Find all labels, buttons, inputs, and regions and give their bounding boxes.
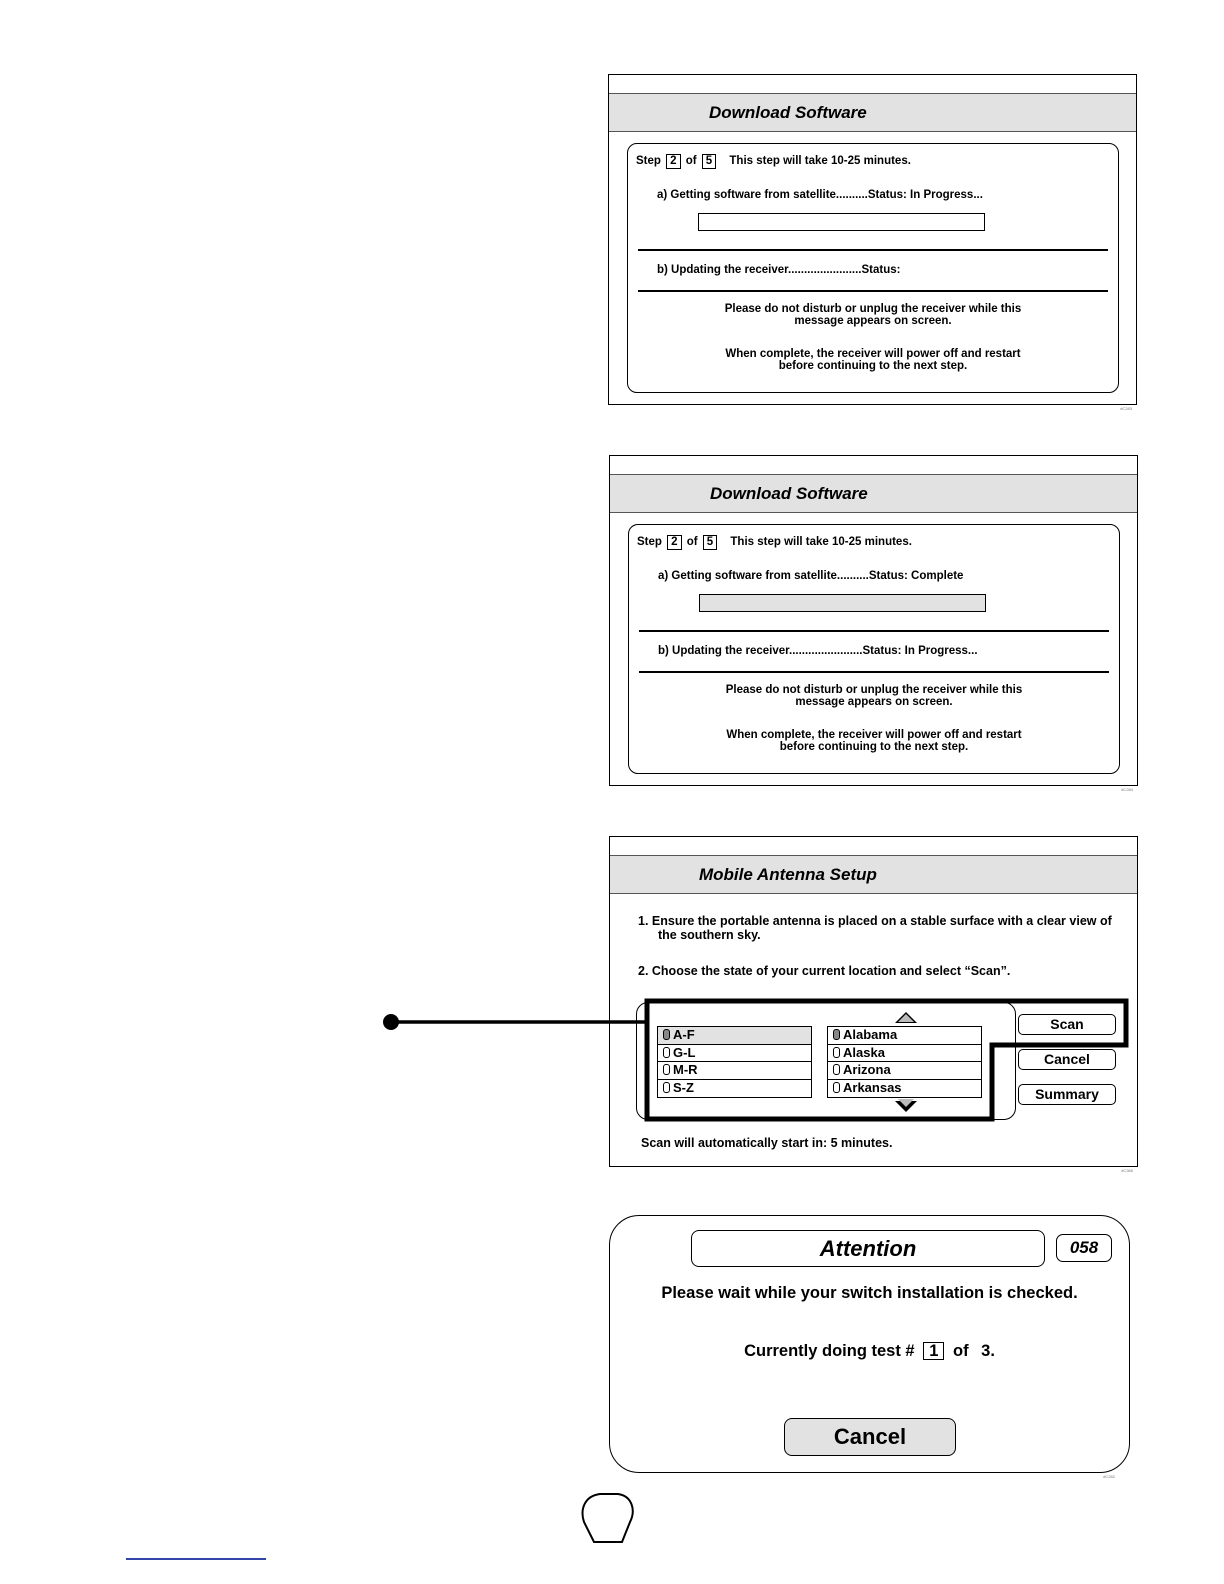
test-progress: Currently doing test # 1 of 3. [744, 1342, 995, 1360]
title-bar: Download Software [609, 93, 1136, 132]
state-item[interactable]: Alaska [828, 1045, 981, 1062]
attention-screen: Attention 058 Please wait while your swi… [609, 1215, 1130, 1479]
instruction-2: 2. Choose the state of your current loca… [638, 964, 1011, 978]
wait-message: Please wait while your switch installati… [661, 1284, 1078, 1302]
mobile-antenna-setup-screen: Mobile Antenna Setup 1. Ensure the porta… [609, 836, 1138, 1173]
screen-title: Download Software [709, 103, 867, 122]
divider [638, 249, 1108, 251]
radio-icon [663, 1029, 670, 1040]
status-line-a: a) Getting software from satellite......… [657, 189, 983, 201]
progress-bar [698, 213, 985, 231]
restart-note: When complete, the receiver will power o… [725, 348, 1021, 372]
group-item[interactable]: S-Z [658, 1080, 811, 1098]
status-line-a: a) Getting software from satellite......… [658, 570, 964, 582]
step-current: 2 [667, 535, 682, 550]
screen-title: Download Software [710, 484, 868, 503]
test-current: 1 [923, 1342, 945, 1360]
group-item[interactable]: G-L [658, 1045, 811, 1062]
warning-note: Please do not disturb or unplug the rece… [724, 303, 1022, 327]
step-note: This step will take 10-25 minutes. [729, 155, 911, 167]
scroll-down-arrow-icon[interactable] [895, 1099, 917, 1112]
radio-icon [663, 1046, 670, 1058]
divider [638, 290, 1108, 292]
page-tab-outline [581, 1493, 634, 1543]
step-current: 2 [666, 154, 681, 169]
figure-code: #C284 [1121, 787, 1133, 792]
state-item[interactable]: Arizona [828, 1062, 981, 1080]
figure-code: #C282 [1103, 1474, 1115, 1479]
radio-icon [663, 1081, 670, 1093]
title-bar: Download Software [610, 474, 1137, 513]
divider [639, 671, 1109, 673]
radio-icon [833, 1064, 840, 1075]
step-total: 5 [702, 535, 718, 550]
step-indicator: Step 2 of 5 This step will take 10-25 mi… [637, 535, 912, 550]
figure-code: #C366 [1121, 1168, 1133, 1173]
scan-countdown: Scan will automatically start in: 5 minu… [641, 1136, 893, 1150]
state-item[interactable]: Arkansas [828, 1080, 981, 1098]
screen-title: Mobile Antenna Setup [699, 865, 877, 884]
screen-title: Attention [819, 1236, 917, 1261]
footer-rule [126, 1558, 266, 1560]
status-panel: Step 2 of 5 This step will take 10-25 mi… [628, 524, 1120, 774]
divider [639, 630, 1109, 632]
code-badge: 058 [1056, 1234, 1112, 1262]
callout-dot [383, 1014, 399, 1030]
state-list[interactable]: Alabama Alaska Arizona Arkansas [827, 1026, 982, 1098]
progress-bar [699, 594, 986, 612]
scroll-up-arrow-icon[interactable] [895, 1012, 917, 1023]
title-bar: Mobile Antenna Setup [610, 855, 1137, 894]
summary-button[interactable]: Summary [1018, 1084, 1116, 1105]
radio-icon [833, 1081, 840, 1093]
step-note: This step will take 10-25 minutes. [730, 536, 912, 548]
download-software-screen-1: Download Software Step 2 of 5 This step … [608, 74, 1137, 411]
warning-note: Please do not disturb or unplug the rece… [725, 684, 1023, 708]
download-software-screen-2: Download Software Step 2 of 5 This step … [609, 455, 1138, 792]
status-line-b: b) Updating the receiver................… [658, 645, 978, 657]
group-item[interactable]: A-F [658, 1027, 811, 1045]
cancel-button[interactable]: Cancel [784, 1418, 956, 1456]
scan-button[interactable]: Scan [1018, 1014, 1116, 1035]
step-total: 5 [701, 154, 717, 169]
radio-icon [663, 1064, 670, 1075]
figure-code: #C283 [1120, 406, 1132, 411]
radio-icon [833, 1029, 840, 1040]
group-item[interactable]: M-R [658, 1062, 811, 1080]
instruction-1: 1. Ensure the portable antenna is placed… [638, 914, 1112, 942]
cancel-button[interactable]: Cancel [1018, 1049, 1116, 1070]
group-list[interactable]: A-F G-L M-R S-Z [657, 1026, 812, 1098]
attention-title-box: Attention [691, 1230, 1045, 1267]
step-indicator: Step 2 of 5 This step will take 10-25 mi… [636, 154, 911, 169]
progress-fill [700, 595, 985, 611]
status-line-b: b) Updating the receiver................… [657, 264, 901, 276]
status-panel: Step 2 of 5 This step will take 10-25 mi… [627, 143, 1119, 393]
restart-note: When complete, the receiver will power o… [726, 729, 1022, 753]
radio-icon [833, 1046, 840, 1058]
state-item[interactable]: Alabama [828, 1027, 981, 1045]
